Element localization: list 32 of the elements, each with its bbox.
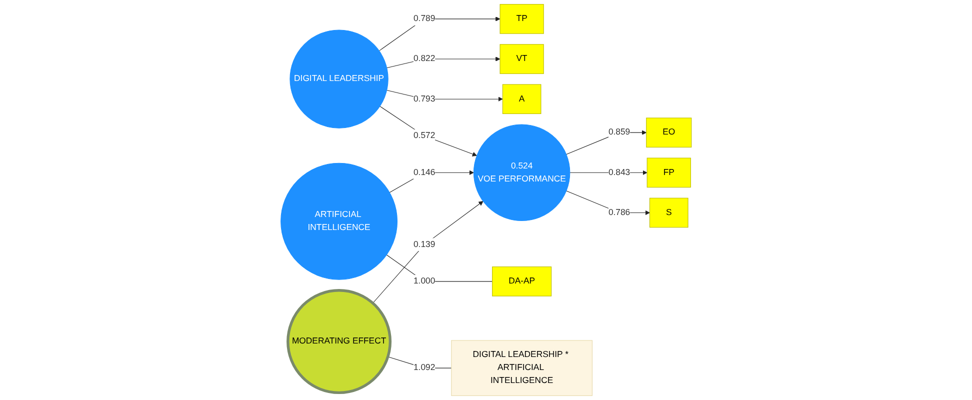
- edge-label: 0.793: [413, 94, 436, 104]
- edge-label: 0.859: [608, 128, 630, 137]
- edge-label: 1.092: [413, 363, 436, 372]
- arrow: [380, 106, 477, 156]
- node-box: FP: [646, 158, 691, 188]
- node-circle: ARTIFICIAL INTELLIGENCE: [280, 162, 398, 280]
- arrow: [372, 201, 484, 304]
- node-box: DA-AP: [492, 266, 552, 296]
- arrow: [378, 16, 500, 52]
- edge-label: 0.789: [413, 14, 436, 24]
- node-box: A: [502, 84, 542, 114]
- node-circle: DIGITAL LEADERSHIP: [290, 30, 388, 128]
- edge-label: 1.000: [413, 276, 436, 286]
- edge-label: 0.139: [413, 240, 436, 249]
- edge-label: 0.843: [608, 168, 630, 177]
- arrow: [386, 90, 503, 102]
- node-box: S: [649, 198, 688, 228]
- arrow: [386, 56, 500, 68]
- node-box: VT: [500, 44, 544, 74]
- node-circle: 0.524 VOE PERFORMANCE: [473, 124, 570, 222]
- edge-label: 0.146: [413, 168, 436, 177]
- node-box: EO: [646, 118, 692, 148]
- edge-label: 0.786: [608, 208, 630, 218]
- edge-label: 0.822: [413, 54, 436, 64]
- node-box: TP: [500, 4, 544, 34]
- arrow: [566, 190, 650, 216]
- node-box: DIGITAL LEADERSHIP * ARTIFICIAL INTELLIGENCE: [451, 340, 592, 396]
- arrow: [566, 130, 646, 155]
- connector: [386, 254, 492, 282]
- edge-label: 0.572: [413, 130, 436, 140]
- arrow: [389, 170, 474, 193]
- node-circle: MODERATING EFFECT: [286, 289, 392, 394]
